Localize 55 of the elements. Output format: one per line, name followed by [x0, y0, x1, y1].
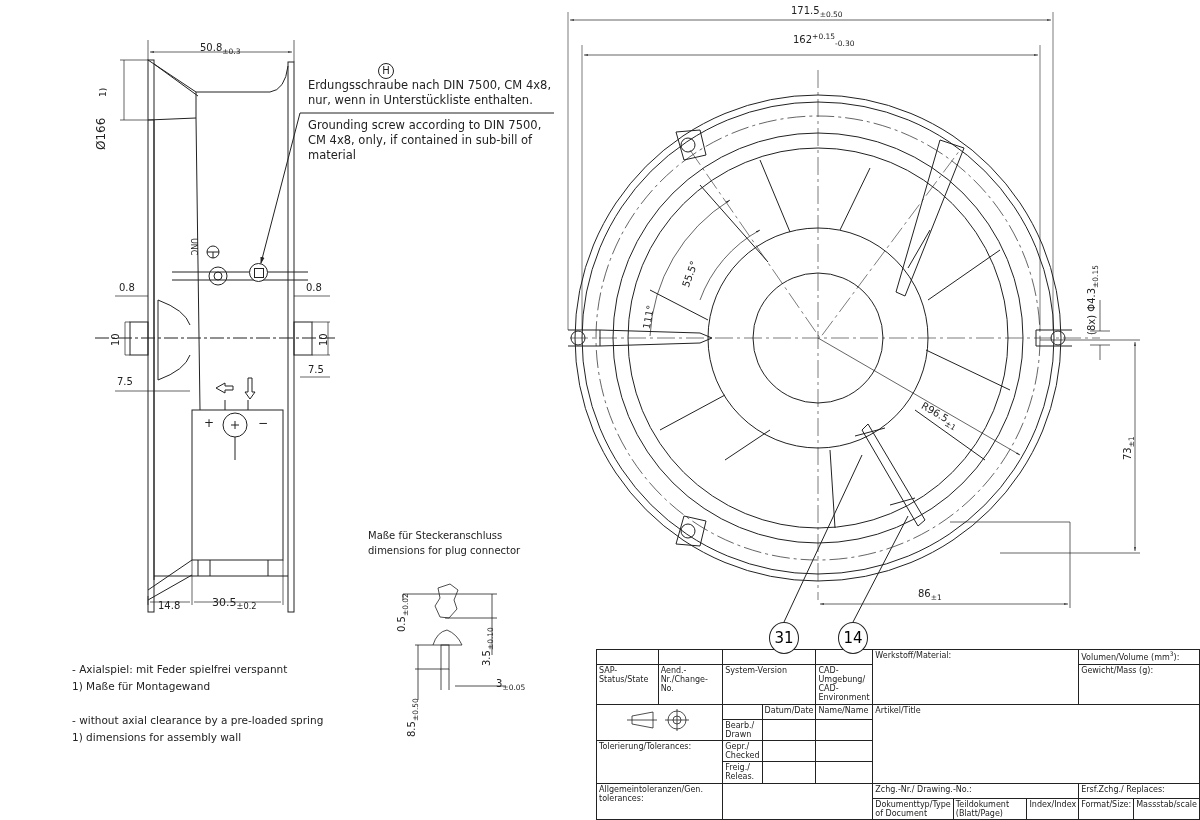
screw-head: [249, 263, 268, 282]
title-block-label: Werkstoff/Material:: [875, 650, 952, 660]
note-text: Grounding screw according to DIN 7500, CM 4x8, only, if contained in sub-bill of material: [308, 118, 543, 163]
dimension-label: 171.5$_{±0.50}$: [791, 5, 843, 20]
dimension-label: 7.5: [117, 376, 133, 388]
title-block-label: Format/Size:: [1081, 799, 1132, 809]
leader-line: [260, 112, 555, 264]
title-block-label: Artikel/Title: [875, 705, 921, 715]
callout-number: 31: [769, 622, 799, 654]
note-text: Maße für Steckeranschluss: [368, 530, 503, 542]
dimension-label: Ø166: [95, 117, 109, 150]
dimension-label: 10: [110, 333, 122, 346]
dimension-label: 3$_{±0.05}$: [496, 678, 526, 693]
title-block-label: SAP-Status/State: [599, 665, 650, 685]
leader-line: [783, 454, 863, 623]
dimension-label: 86$_{±1}$: [918, 588, 942, 603]
title-block-label: Freig./ Releas.: [725, 763, 756, 782]
dimension-label: 7.5: [308, 364, 324, 376]
dimension-label: 55.5°: [680, 259, 701, 289]
title-block-label: Datum/Date: [764, 705, 814, 715]
title-block-label: Index/Index: [1029, 799, 1077, 809]
polarity-sign: +: [204, 417, 215, 431]
dimension-label: 50.8$_{±0.3}$: [200, 42, 241, 57]
title-block-label: Tolerierung/Tolerances:: [599, 741, 692, 752]
note-text: dimensions for plug connector: [368, 545, 521, 557]
dimension-label: 0.8: [119, 282, 135, 294]
dimension-label: 14.8: [158, 600, 181, 612]
title-block-label: Allgemeintoleranzen/Gen. tolerances:: [599, 784, 704, 803]
dimension-label: 0.8: [306, 282, 322, 294]
note-text: - without axial clearance by a pre-loaded spring: [72, 714, 324, 727]
polarity-sign: −: [258, 417, 269, 431]
title-block-label: CAD-Umgebung/ CAD-Environment: [818, 665, 871, 703]
dimension-label: 30.5$_{±0.2}$: [212, 597, 257, 612]
title-block-label: Massstab/scale: [1136, 799, 1197, 809]
title-block-label: Zchg.-Nr./ Drawing.-No.:: [875, 784, 972, 794]
note-text: 1) Maße für Montagewand: [72, 680, 211, 693]
title-block-label: Aend.-Nr./Change-No.: [660, 665, 709, 694]
title-block-label: Ersf.Zchg./ Replaces:: [1081, 784, 1165, 794]
dimension-label: 111°: [641, 304, 657, 330]
title-block-label: Gepr./ Checked: [725, 741, 760, 761]
note-text: - Axialspiel: mit Feder spielfrei verspannt: [72, 663, 288, 676]
title-block-label: Volumen/Volume (mm$^{3}$):: [1081, 650, 1180, 662]
note-text: 1) dimensions for assembly wall: [72, 731, 242, 744]
title-block-label: Teildokument (Blatt/Page): [955, 799, 1010, 818]
dimension-label: 1): [98, 87, 109, 97]
title-block-label: Dokumenttyp/Type of Document: [875, 799, 951, 818]
dimension-label: 10: [318, 333, 330, 346]
title-block-label: Bearb./ Drawn: [725, 720, 756, 739]
title-block-label: System-Version: [725, 665, 787, 675]
title-block-label: Gewicht/Mass (g):: [1081, 665, 1154, 675]
callout-number: 14: [838, 622, 868, 654]
title-block-label: Name/Name: [818, 705, 869, 715]
leader-line: [852, 515, 909, 623]
dimension-label: UNC: [188, 238, 198, 256]
note-text: Erdungsschraube nach DIN 7500, CM 4x8, nur, wenn in Unterstückliste enthalten.: [308, 78, 553, 108]
